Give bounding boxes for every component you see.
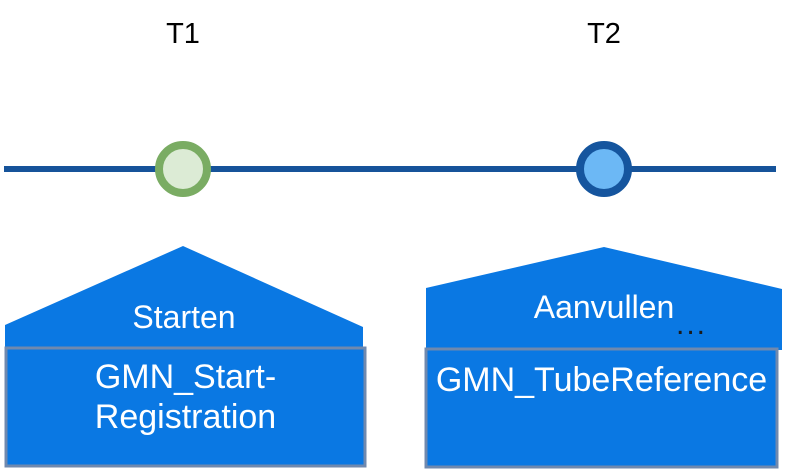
- event-start-box[interactable]: [4, 346, 367, 468]
- tick-label-t1: T1: [166, 18, 200, 50]
- event-fill-box[interactable]: [424, 347, 779, 469]
- event-fill-ellipsis: ...: [676, 308, 708, 341]
- event-start-pentagon[interactable]: [5, 246, 363, 349]
- timeline-marker-t1[interactable]: [155, 141, 211, 197]
- event-start-body: GMN_Start-Registration: [94, 358, 277, 436]
- timeline-marker-t2[interactable]: [576, 141, 632, 197]
- timeline-axis: [4, 166, 776, 172]
- tick-label-t2: T2: [587, 18, 621, 50]
- event-fill-body: GMN_TubeReference: [435, 361, 768, 399]
- event-start-title: Starten: [132, 299, 236, 335]
- event-fill-title: Aanvullen: [533, 289, 675, 325]
- event-fill-pentagon[interactable]: [426, 247, 782, 350]
